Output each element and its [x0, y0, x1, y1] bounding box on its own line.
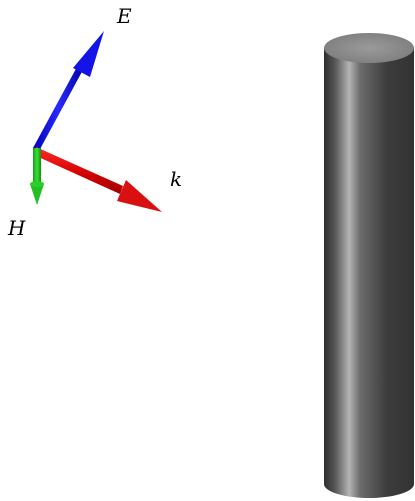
cylinder-body — [324, 48, 414, 484]
cylinder — [324, 33, 414, 498]
cylinder-top-face — [324, 33, 414, 63]
h-field-vector — [30, 148, 44, 205]
e-axis-label: E — [116, 4, 132, 28]
cylinder-bottom-edge — [324, 470, 414, 498]
k-axis-label: k — [170, 167, 182, 191]
e-arrow-shaft — [33, 65, 84, 151]
k-arrow-shaft — [34, 147, 123, 194]
e-arrow-head — [73, 31, 104, 77]
h-axis-label: H — [7, 216, 26, 240]
k-wave-vector — [34, 147, 162, 212]
k-arrow-head — [117, 180, 162, 212]
e-field-vector — [33, 31, 104, 151]
h-arrow-head-cap — [30, 181, 44, 187]
h-arrow-head — [30, 184, 44, 205]
h-arrow-shaft — [33, 148, 41, 184]
